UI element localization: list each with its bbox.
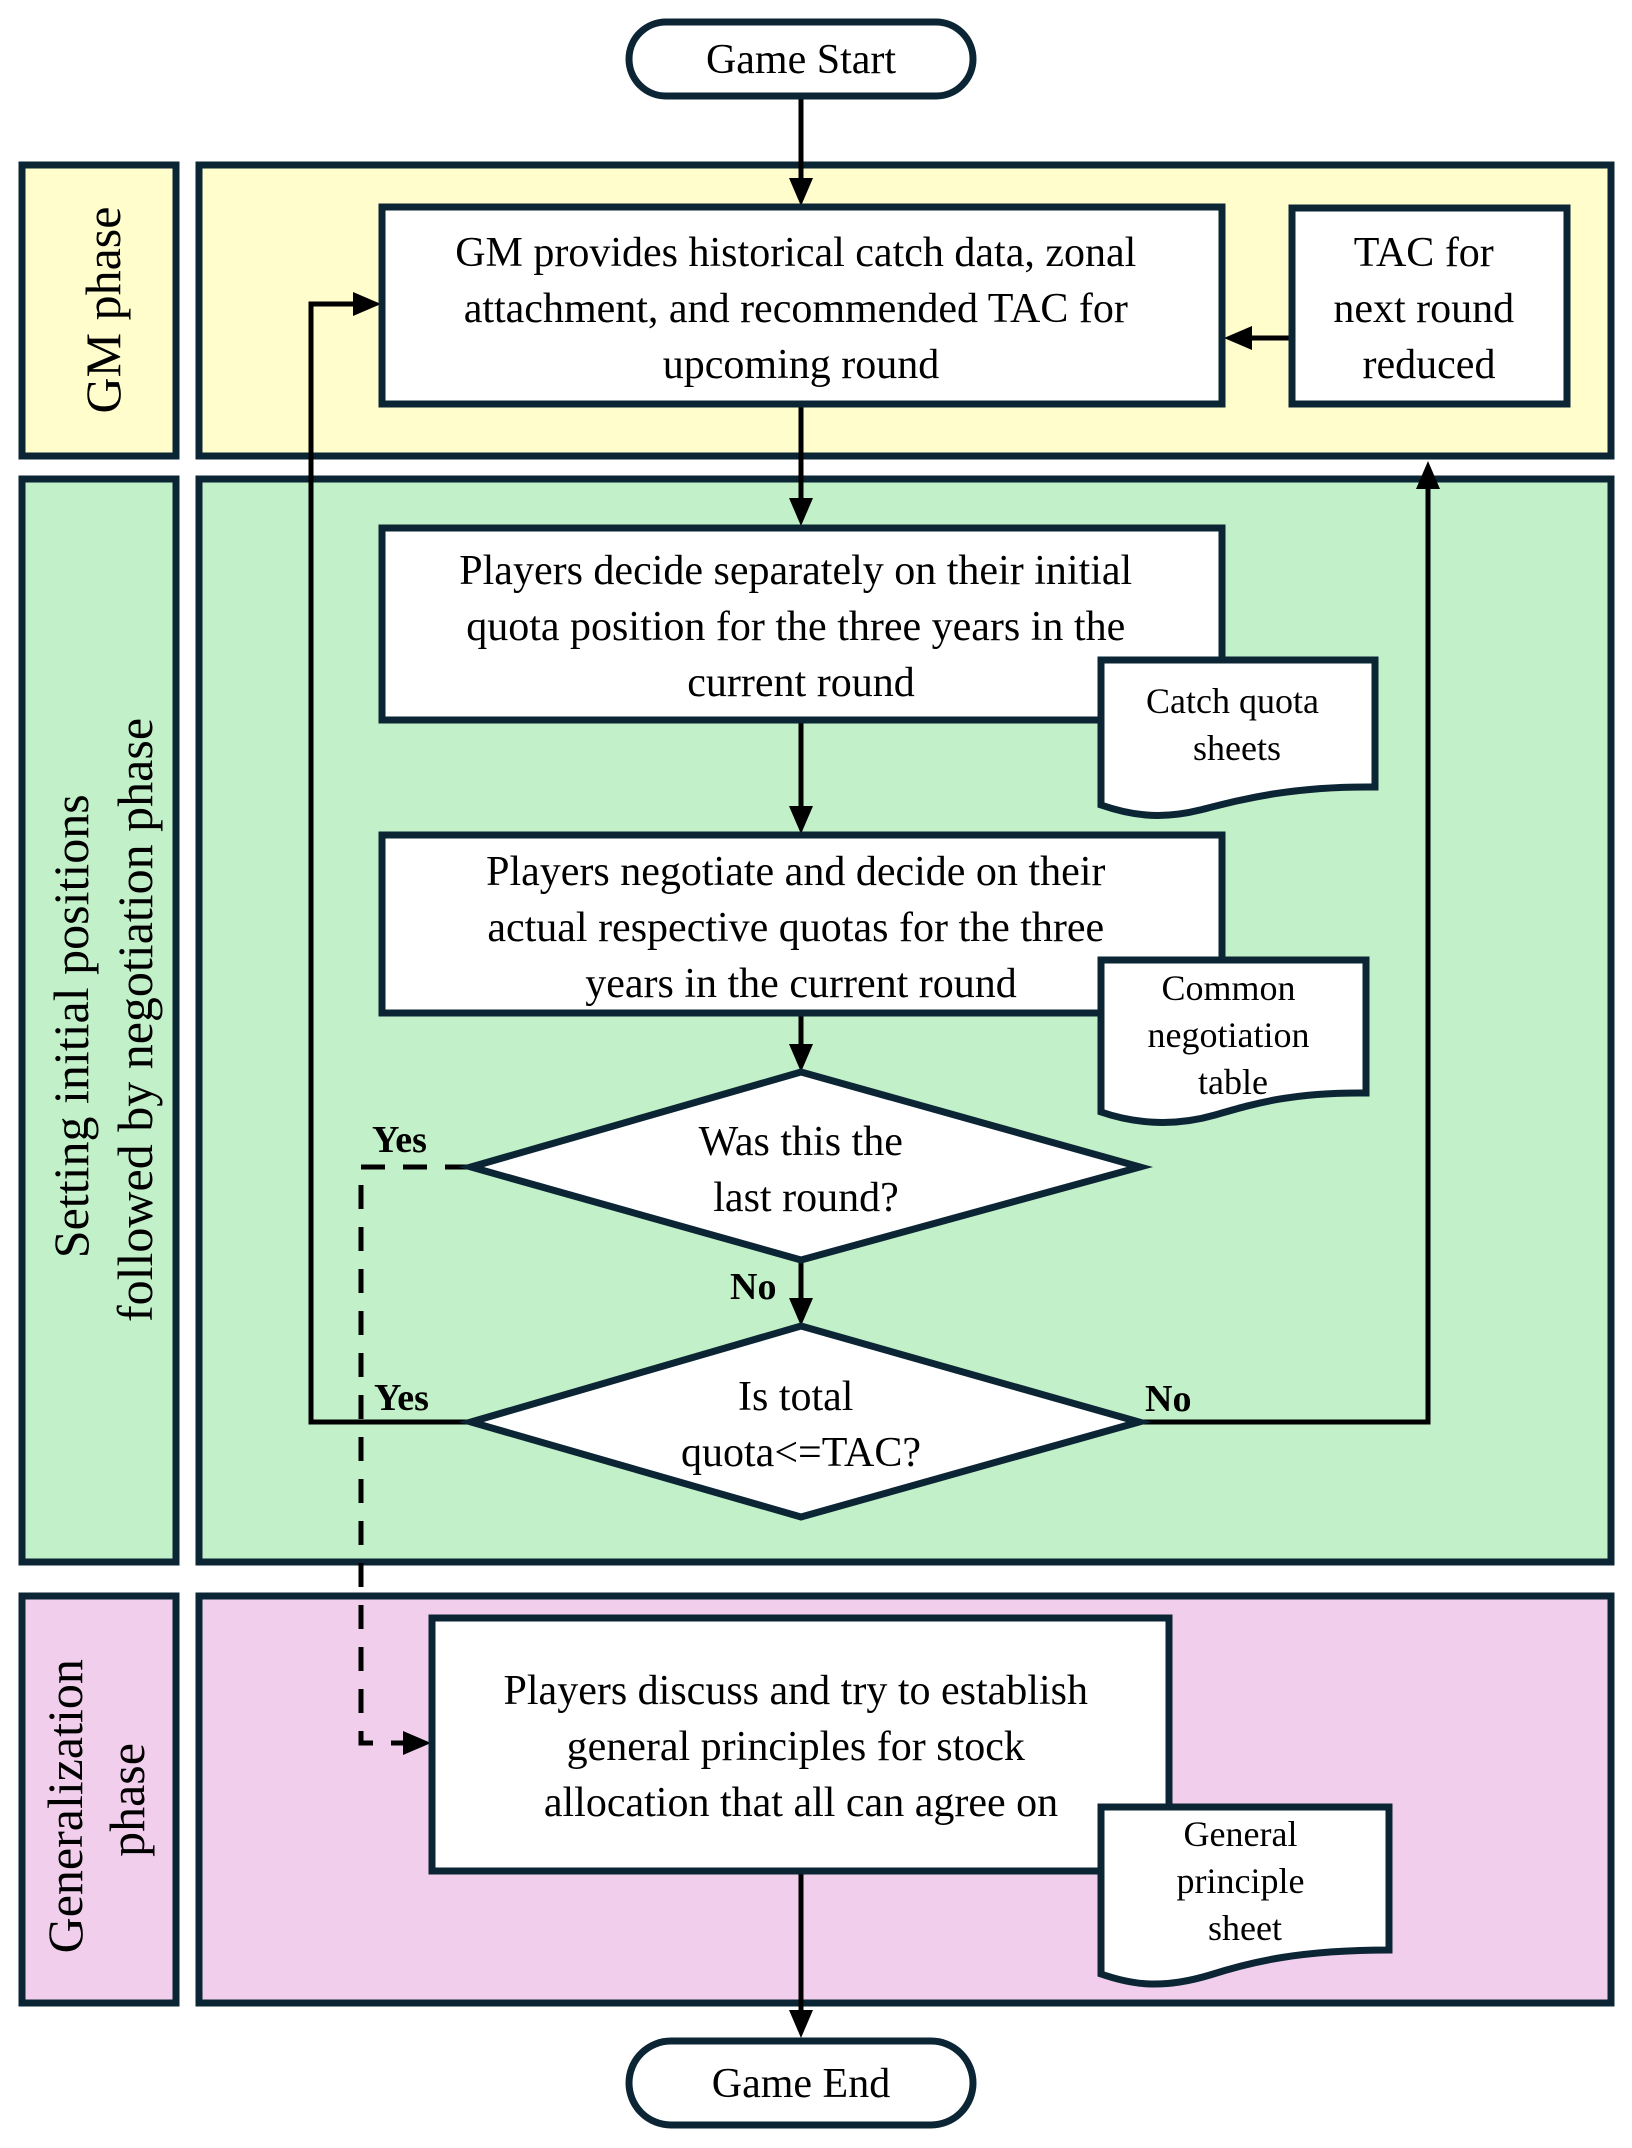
terminal-game-end: Game End xyxy=(625,2037,977,2129)
branch-label-last-round-no: No xyxy=(730,1266,776,1308)
terminal-start-label: Game Start xyxy=(706,37,896,83)
lane-gm-label: GM phase xyxy=(75,207,131,414)
document-common-negotiation-table: Common negotiation table xyxy=(1097,956,1370,1126)
process-gm-provides-text: GM provides historical catch data, zonal… xyxy=(455,230,1147,388)
lane-negotiation-line-1: Setting initial positions xyxy=(43,794,99,1258)
terminal-shape xyxy=(625,2037,977,2129)
text-line: Catch quota xyxy=(1146,681,1319,721)
terminal-shape xyxy=(625,18,977,100)
process-discuss-text: Players discuss and try to establish gen… xyxy=(504,1668,1099,1826)
text-line: current round xyxy=(687,660,914,706)
branch-label-last-round-yes: Yes xyxy=(372,1119,427,1161)
process-negotiate: Players negotiate and decide on their ac… xyxy=(378,831,1226,1017)
arrowhead-icon xyxy=(403,1731,431,1755)
arrowhead-icon xyxy=(789,806,813,834)
process-box xyxy=(378,524,1226,724)
process-negotiate-text: Players negotiate and decide on their ac… xyxy=(486,849,1116,1007)
text-line: years in the current round xyxy=(585,961,1017,1007)
document-shape xyxy=(1097,656,1379,819)
text-line: Players decide separately on their initi… xyxy=(459,548,1132,594)
arrowhead-icon xyxy=(789,2010,813,2038)
text-line: TAC for xyxy=(1354,230,1494,276)
document-general-principle-sheet: General principle sheet xyxy=(1097,1803,1393,1988)
document-negotiation-table-text: Common negotiation table xyxy=(1148,968,1319,1102)
decision-quota-check: Is total quota<=TAC? xyxy=(458,1322,1152,1521)
process-initial-positions: Players decide separately on their initi… xyxy=(378,524,1226,724)
process-initial-positions-text: Players decide separately on their initi… xyxy=(459,548,1142,706)
text-line: actual respective quotas for the three xyxy=(487,905,1104,951)
document-shape xyxy=(1097,1803,1393,1988)
arrowhead-icon xyxy=(789,1044,813,1072)
arrowhead-icon xyxy=(1224,326,1252,350)
arrowhead-icon xyxy=(353,292,381,316)
text-line: reduced xyxy=(1363,342,1496,388)
text-line: Was this the xyxy=(699,1119,903,1165)
text-line: GM provides historical catch data, zonal xyxy=(455,230,1136,276)
decision-last-round: Was this the last round? xyxy=(458,1068,1154,1264)
lane-label-gm-phase xyxy=(18,161,180,460)
text-line: sheets xyxy=(1193,728,1281,768)
arrowhead-icon xyxy=(789,498,813,526)
text-line: negotiation xyxy=(1148,1015,1310,1055)
document-principle-sheet-text: General principle sheet xyxy=(1177,1814,1314,1948)
decision-quota-check-text: Is total quota<=TAC? xyxy=(681,1374,921,1476)
text-line: next round xyxy=(1333,286,1514,332)
terminal-game-start: Game Start xyxy=(625,18,977,100)
text-line: quota position for the three years in th… xyxy=(466,604,1125,650)
text-line: general principles for stock xyxy=(567,1724,1025,1770)
document-catch-quota-text: Catch quota sheets xyxy=(1146,681,1328,768)
text-line: upcoming round xyxy=(663,342,939,388)
lane-generalization-line-1: Generalization xyxy=(37,1659,93,1953)
terminal-end-label: Game End xyxy=(712,2061,890,2107)
connector-last-round-yes xyxy=(358,1164,469,1746)
branch-label-quota-yes: Yes xyxy=(374,1377,429,1419)
process-discuss-principles: Players discuss and try to establish gen… xyxy=(428,1614,1173,1875)
arrowhead-icon xyxy=(1416,461,1440,489)
lane-generalization-label: Generalization phase xyxy=(37,1647,155,1954)
document-catch-quota-sheets: Catch quota sheets xyxy=(1097,656,1379,819)
text-line: table xyxy=(1198,1062,1268,1102)
process-box xyxy=(378,831,1226,1017)
decision-shape xyxy=(458,1322,1152,1521)
text-line: last round? xyxy=(713,1175,898,1221)
text-line: General xyxy=(1184,1814,1298,1854)
text-line: allocation that all can agree on xyxy=(544,1780,1058,1826)
process-box xyxy=(428,1614,1173,1875)
decision-shape xyxy=(458,1068,1154,1264)
text-line: Players discuss and try to establish xyxy=(504,1668,1088,1714)
lane-negotiation-label: Setting initial positions followed by ne… xyxy=(43,718,163,1322)
process-box xyxy=(1288,204,1571,408)
arrowhead-icon xyxy=(789,1298,813,1326)
text-line: Players negotiate and decide on their xyxy=(486,849,1105,895)
process-box xyxy=(378,203,1226,408)
lane-gm-line: GM phase xyxy=(75,207,131,414)
lane-generalization-line-2: phase xyxy=(99,1743,155,1857)
process-tac-reduced-text: TAC for next round reduced xyxy=(1333,230,1524,388)
process-tac-reduced: TAC for next round reduced xyxy=(1288,204,1571,408)
branch-label-quota-no: No xyxy=(1145,1378,1191,1420)
document-shape xyxy=(1097,956,1370,1126)
text-line: quota<=TAC? xyxy=(681,1430,921,1476)
connector-quota-no xyxy=(1141,487,1431,1425)
connector-quota-yes-loop xyxy=(308,301,469,1425)
lane-negotiation-line-2: followed by negotiation phase xyxy=(107,718,163,1322)
text-line: sheet xyxy=(1208,1908,1282,1948)
lane-label-generalization-phase xyxy=(18,1592,180,2007)
process-gm-provides: GM provides historical catch data, zonal… xyxy=(378,203,1226,408)
text-line: Common xyxy=(1161,968,1295,1008)
text-line: attachment, and recommended TAC for xyxy=(464,286,1128,332)
arrowhead-icon xyxy=(789,178,813,206)
text-line: principle xyxy=(1177,1861,1305,1901)
decision-last-round-text: Was this the last round? xyxy=(699,1119,914,1221)
text-line: Is total xyxy=(738,1374,853,1420)
lane-label-negotiation-phase xyxy=(18,475,180,1566)
